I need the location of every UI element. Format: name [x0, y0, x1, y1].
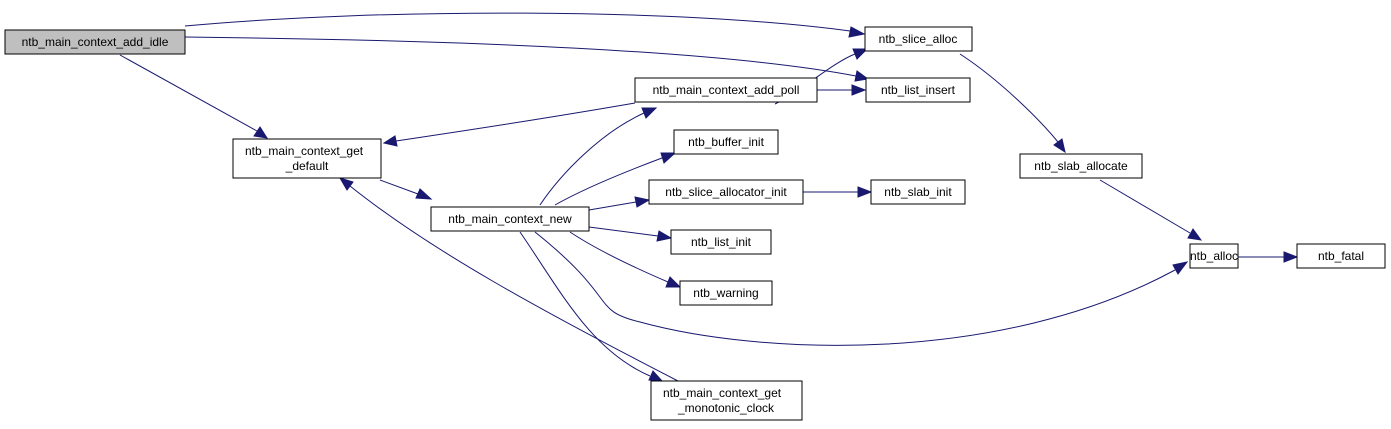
node-ntb-slice-allocator-init[interactable]: ntb_slice_allocator_init [648, 179, 804, 205]
edge-slice-alloc-to-slab-allocate [959, 53, 1066, 154]
node-label: ntb_main_context_add_poll [653, 83, 800, 97]
node-label: ntb_main_context_add_idle [22, 35, 169, 49]
node-label: ntb_slice_allocator_init [665, 185, 787, 199]
edge-context-new-to-monotonic-clock [519, 231, 664, 382]
nodes: ntb_main_context_add_idle ntb_main_conte… [4, 26, 1386, 421]
node-ntb-fatal[interactable]: ntb_fatal [1296, 243, 1386, 269]
node-ntb-main-context-new[interactable]: ntb_main_context_new [430, 206, 590, 232]
edges [119, 12, 1299, 382]
node-label-line-1: ntb_main_context_get [663, 386, 782, 400]
node-ntb-alloc[interactable]: ntb_alloc [1189, 243, 1239, 269]
edge-context-new-to-list-init [588, 226, 673, 242]
node-ntb-slab-init[interactable]: ntb_slab_init [870, 179, 966, 205]
node-label: ntb_slab_allocate [1034, 159, 1128, 173]
edge-context-new-to-buffer-init [554, 152, 677, 206]
node-label: ntb_slab_init [884, 185, 952, 199]
node-ntb-list-init[interactable]: ntb_list_init [670, 229, 772, 255]
node-label: ntb_main_context_new [448, 212, 572, 226]
edge-context-new-to-warning [569, 231, 682, 288]
node-label: ntb_alloc [1190, 249, 1238, 263]
node-ntb-list-insert[interactable]: ntb_list_insert [865, 77, 971, 103]
edge-add-poll-to-get-default [382, 102, 636, 147]
node-label-line-1: ntb_main_context_get [245, 144, 364, 158]
node-ntb-warning[interactable]: ntb_warning [679, 280, 773, 306]
edge-add-idle-to-get-default [119, 54, 269, 139]
node-label: ntb_list_init [691, 235, 752, 249]
node-ntb-main-context-get-default[interactable]: ntb_main_context_get _default [232, 138, 382, 179]
node-ntb-main-context-get-monotonic-clock[interactable]: ntb_main_context_get _monotonic_clock [650, 380, 803, 421]
edge-add-idle-to-list-insert [184, 36, 870, 82]
edge-context-new-to-slice-allocator-init [588, 196, 651, 211]
node-ntb-slice-alloc[interactable]: ntb_slice_alloc [864, 26, 973, 52]
edge-alloc-to-fatal [1238, 251, 1299, 263]
node-ntb-buffer-init[interactable]: ntb_buffer_init [673, 129, 779, 155]
edge-add-idle-to-slice-alloc [184, 12, 866, 38]
node-label-line-2: _monotonic_clock [677, 401, 775, 415]
node-label-line-2: _default [285, 159, 329, 173]
edge-context-new-to-alloc [534, 231, 1189, 346]
node-ntb-slab-allocate[interactable]: ntb_slab_allocate [1019, 153, 1143, 179]
node-label: ntb_list_insert [881, 83, 956, 97]
edge-get-default-to-context-new [379, 179, 433, 200]
node-ntb-main-context-add-poll[interactable]: ntb_main_context_add_poll [634, 77, 818, 103]
edge-context-new-to-add-poll [539, 107, 658, 206]
edge-slab-allocate-to-alloc [1099, 179, 1203, 241]
node-label: ntb_buffer_init [688, 135, 765, 149]
edge-slice-allocator-init-to-slab-init [803, 186, 873, 198]
node-label: ntb_slice_alloc [879, 32, 958, 46]
node-label: ntb_fatal [1318, 249, 1364, 263]
node-ntb-main-context-add-idle[interactable]: ntb_main_context_add_idle [4, 29, 186, 55]
edge-monotonic-clock-to-get-default [338, 177, 679, 382]
node-label: ntb_warning [693, 286, 758, 300]
edge-add-poll-to-list-insert [817, 84, 867, 96]
